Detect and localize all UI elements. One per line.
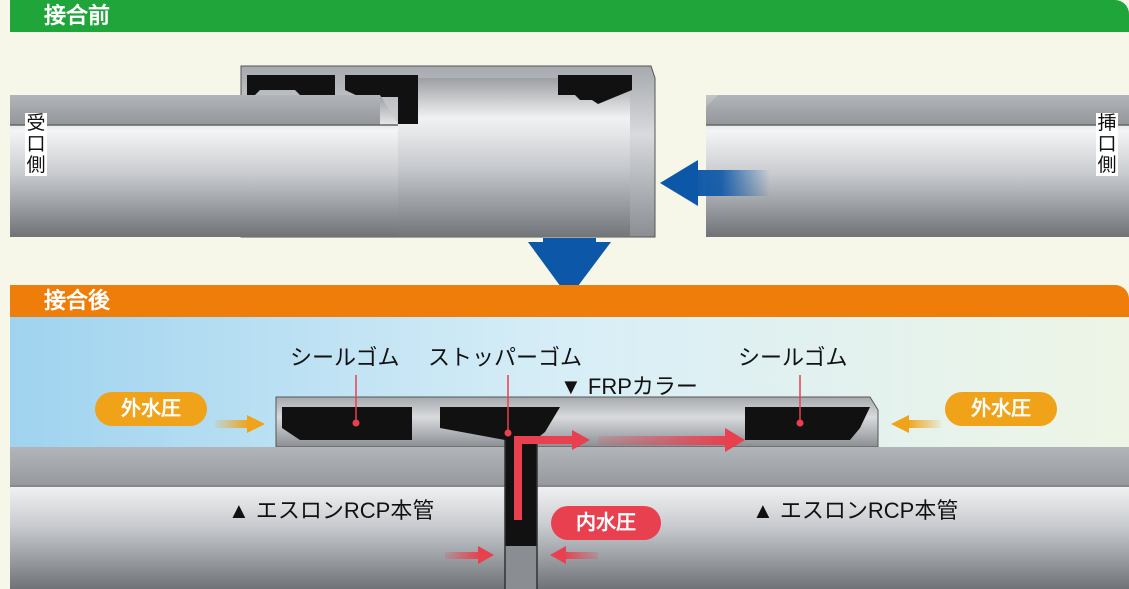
insert-arrow-head: [660, 160, 698, 206]
insert-direction-arrow: [690, 170, 770, 196]
stopper-rubber-shape: [345, 75, 418, 124]
insertion-side-label: 挿口側: [1096, 113, 1118, 176]
seal-rubber-right-label: シールゴム: [738, 345, 848, 370]
after-title: 接合後: [44, 288, 111, 313]
seal-rubber-left-shape: [247, 75, 335, 95]
inner-pressure-arrow-right: [550, 546, 566, 564]
inner-pressure-arrow-left: [478, 546, 494, 564]
external-pressure-arrow-left: [247, 415, 265, 433]
before-title: 接合前: [44, 3, 111, 28]
receiving-side-label: 受口側: [25, 113, 47, 176]
internal-pressure-path: [514, 436, 575, 520]
seal-rubber-left-label: シールゴム: [290, 345, 400, 370]
after-diagram: [10, 317, 1129, 589]
seal-rubber-right-shape: [558, 75, 632, 104]
before-diagram: [10, 65, 1129, 238]
frp-collar-label: ▼ FRPカラー: [560, 374, 698, 399]
external-pressure-badge-left: 外水圧: [95, 392, 207, 426]
main-pipe-right-label: ▲ エスロンRCP本管: [752, 498, 959, 523]
after-seal-rubber-right: [745, 407, 870, 440]
internal-pressure-badge: 内水圧: [551, 506, 661, 540]
section-header-before: 接合前: [10, 0, 1129, 32]
transition-down-arrow: [528, 242, 611, 298]
external-pressure-badge-right: 外水圧: [945, 392, 1057, 426]
main-pipe-left-label: ▲ エスロンRCP本管: [228, 498, 435, 523]
after-seal-rubber-left: [282, 407, 412, 440]
section-header-after: 接合後: [10, 285, 1129, 317]
external-pressure-arrow-right: [891, 415, 909, 433]
after-stopper-rubber: [440, 407, 560, 440]
stopper-rubber-label: ストッパーゴム: [428, 345, 583, 370]
